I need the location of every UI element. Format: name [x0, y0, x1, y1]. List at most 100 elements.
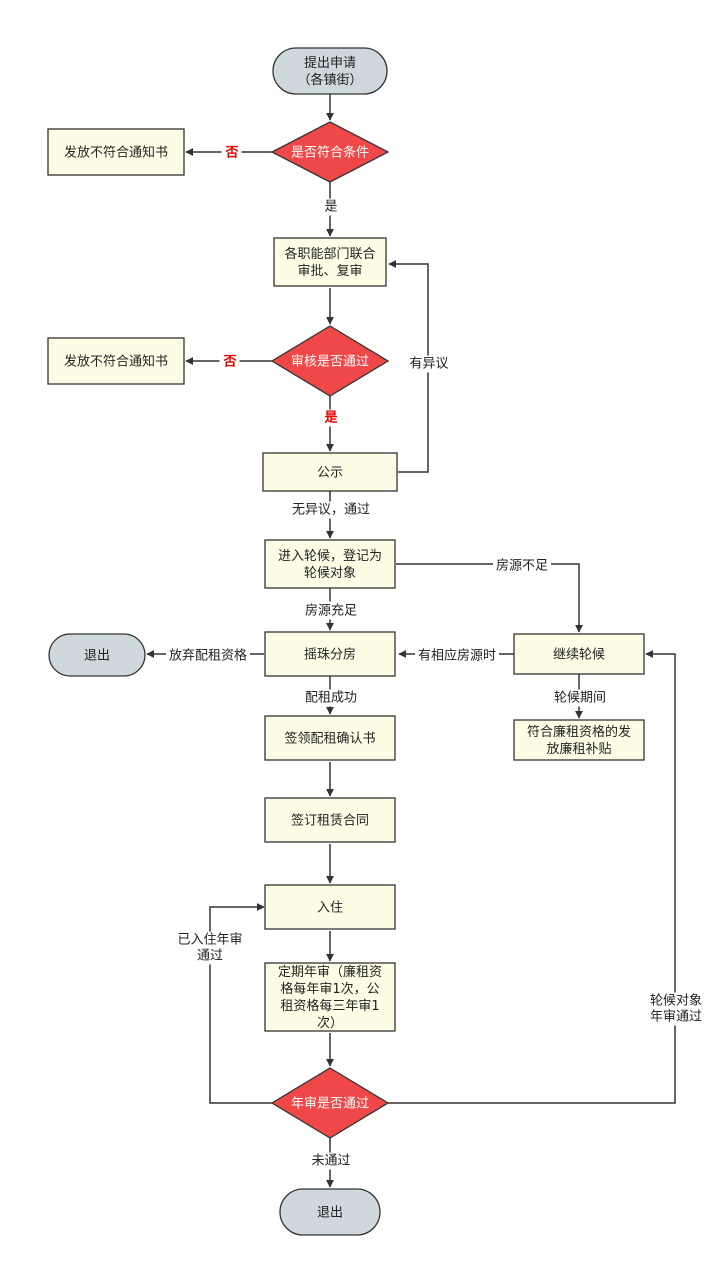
process-box	[264, 884, 396, 930]
node-text: （各镇街）	[297, 72, 362, 88]
process-box	[264, 797, 396, 843]
edge-label-text: 放弃配租资格	[169, 648, 247, 664]
edge-label-text: 年审通过	[650, 1010, 702, 1025]
label-no-objection: 无异议，通过	[288, 501, 374, 519]
label-sufficient: 房源充足	[301, 601, 361, 620]
node-contract: 签订租赁合同	[264, 797, 396, 843]
label-background	[174, 931, 246, 965]
node-text: 年审是否通过	[291, 1097, 369, 1112]
label-background	[288, 501, 374, 519]
label-background	[414, 646, 500, 665]
node-text: 入住	[317, 901, 343, 916]
edge-label-text: 未通过	[311, 1154, 350, 1169]
edge-label-text: 已入住年审	[177, 933, 242, 948]
node-text: 进入轮候，登记为	[278, 549, 382, 564]
label-wait-period: 轮候期间	[550, 689, 610, 707]
edge-label-text: 是	[324, 200, 337, 215]
node-notice2: 发放不符合通知书	[47, 337, 185, 385]
edge-annualpass-movein	[209, 903, 272, 1104]
label-fail: 未通过	[308, 1152, 354, 1170]
edge-label-text: 轮候期间	[554, 691, 606, 706]
label-background	[165, 646, 251, 665]
terminal-box	[48, 633, 146, 677]
label-yes2: 是	[320, 409, 342, 427]
terminal-box	[272, 47, 388, 95]
node-text: 签订租赁合同	[291, 813, 369, 829]
edge-label-text: 通过	[197, 949, 223, 964]
node-text: 租资格每三年审1	[280, 998, 379, 1014]
node-confirm: 签领配租确认书	[264, 715, 396, 761]
process-box	[264, 715, 396, 761]
label-background	[219, 353, 240, 371]
edge-label-text: 否	[224, 146, 238, 161]
edge-label-text: 有异议	[409, 357, 448, 372]
node-notice1: 发放不符合通知书	[47, 128, 185, 176]
node-lottery: 摇珠分房	[264, 631, 396, 677]
process-box	[264, 539, 396, 589]
node-apply: 提出申请（各镇街）	[272, 47, 388, 95]
label-background	[646, 992, 706, 1026]
label-insufficient: 房源不足	[492, 556, 552, 575]
nodes: 提出申请（各镇街）是否符合条件发放不符合通知书各职能部门联合审批、复审审核是否通…	[47, 47, 645, 1236]
label-yes1: 是	[321, 198, 341, 216]
node-text: 继续轮候	[553, 648, 605, 663]
node-text: 退出	[84, 649, 110, 664]
node-text: 放廉租补贴	[546, 741, 611, 757]
node-publicize: 公示	[262, 452, 398, 492]
node-cond: 是否符合条件	[270, 121, 390, 183]
edge-queue-wait	[396, 563, 583, 633]
node-annual-pass: 年审是否通过	[270, 1067, 390, 1139]
label-background	[221, 144, 242, 162]
decision-diamond	[270, 325, 390, 397]
process-box	[264, 962, 396, 1032]
label-background	[308, 1152, 354, 1170]
node-text: 格每年审1次，公	[280, 981, 379, 997]
edge-label-text: 轮候对象	[650, 994, 702, 1009]
edge-label-text: 房源充足	[305, 603, 357, 619]
process-box	[262, 452, 398, 492]
edge-label-text: 是	[323, 411, 338, 426]
edge-label-text: 否	[222, 355, 236, 370]
label-no1: 否	[221, 144, 242, 162]
label-no2: 否	[219, 353, 240, 371]
node-text: 轮候对象	[304, 566, 356, 581]
label-background	[321, 198, 341, 216]
node-text: 各职能部门联合	[284, 246, 375, 262]
label-give-up: 放弃配租资格	[165, 646, 251, 665]
edge-label-text: 无异议，通过	[292, 503, 370, 518]
node-text: 退出	[317, 1206, 343, 1221]
node-text: 公示	[317, 466, 343, 481]
edge-labels: 否是否是有异议无异议，通过房源不足房源充足放弃配租资格有相应房源时轮候期间配租成…	[165, 144, 706, 1170]
node-text: 符合廉租资格的发	[527, 724, 631, 740]
process-box	[264, 631, 396, 677]
label-objection: 有异议	[406, 355, 452, 373]
label-has-housing: 有相应房源时	[414, 646, 500, 665]
label-background	[301, 601, 361, 620]
label-background	[550, 689, 610, 707]
process-box	[513, 633, 645, 675]
label-background	[406, 355, 452, 373]
node-exit2: 退出	[279, 1188, 381, 1236]
node-text: 摇珠分房	[304, 647, 356, 663]
terminal-box	[279, 1188, 381, 1236]
node-wait: 继续轮候	[513, 633, 645, 675]
decision-diamond	[270, 121, 390, 183]
node-text: 是否符合条件	[291, 145, 369, 161]
label-background	[492, 556, 552, 575]
label-success: 配租成功	[301, 689, 361, 707]
label-background	[301, 689, 361, 707]
node-pass: 审核是否通过	[270, 325, 390, 397]
node-text: 提出申请	[304, 55, 356, 71]
edge-label-text: 配租成功	[305, 691, 357, 706]
node-text: 定期年审（廉租资	[278, 964, 382, 980]
process-box	[47, 337, 185, 385]
node-text: 审核是否通过	[291, 355, 369, 370]
edge-label-text: 有相应房源时	[418, 648, 496, 664]
node-text: 次）	[317, 1015, 343, 1031]
node-text: 审批、复审	[297, 264, 362, 279]
